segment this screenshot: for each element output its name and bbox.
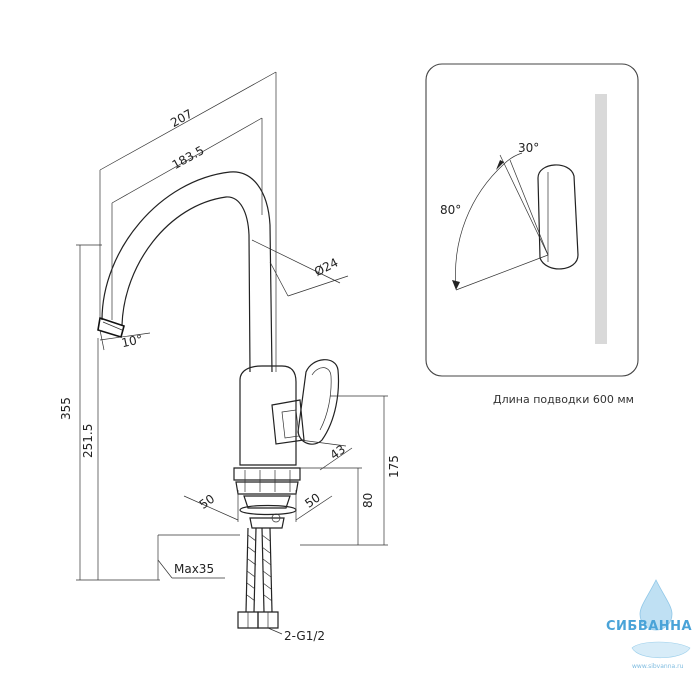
sibvanna-logo: СИБВАННА www.sibvanna.ru [606,579,692,670]
dimension-lines [76,71,388,635]
faucet-outline [97,171,340,629]
dim-43: 43 [327,442,348,462]
dim-50-left: 50 [197,492,218,512]
logo-name: СИБВАННА [606,619,692,634]
logo-url: www.sibvanna.ru [632,663,684,670]
dim-hose-thread: 2-G1/2 [284,629,325,643]
angle-30-label: 30° [518,141,539,155]
dim-max35: Max35 [174,562,214,576]
top-view-labels: 30° 80° Длина подводки 600 мм [440,141,634,406]
water-drop-icon [639,579,673,631]
dimension-labels: 207 183.5 Ø24 10° 355 251.5 43 175 50 50… [59,107,401,643]
dim-355: 355 [59,397,73,420]
dim-251-5: 251.5 [81,424,95,458]
dim-10-deg: 10° [120,332,144,350]
grey-bar [595,94,607,344]
dim-80: 80 [361,493,375,508]
dim-175: 175 [387,455,401,478]
dim-207: 207 [168,107,195,130]
top-view-panel [425,63,639,377]
dim-diameter-24: Ø24 [312,255,340,279]
dim-50-right: 50 [302,490,323,510]
dim-183-5: 183.5 [170,143,207,172]
hose-length-caption: Длина подводки 600 мм [493,393,634,406]
angle-80-label: 80° [440,203,461,217]
